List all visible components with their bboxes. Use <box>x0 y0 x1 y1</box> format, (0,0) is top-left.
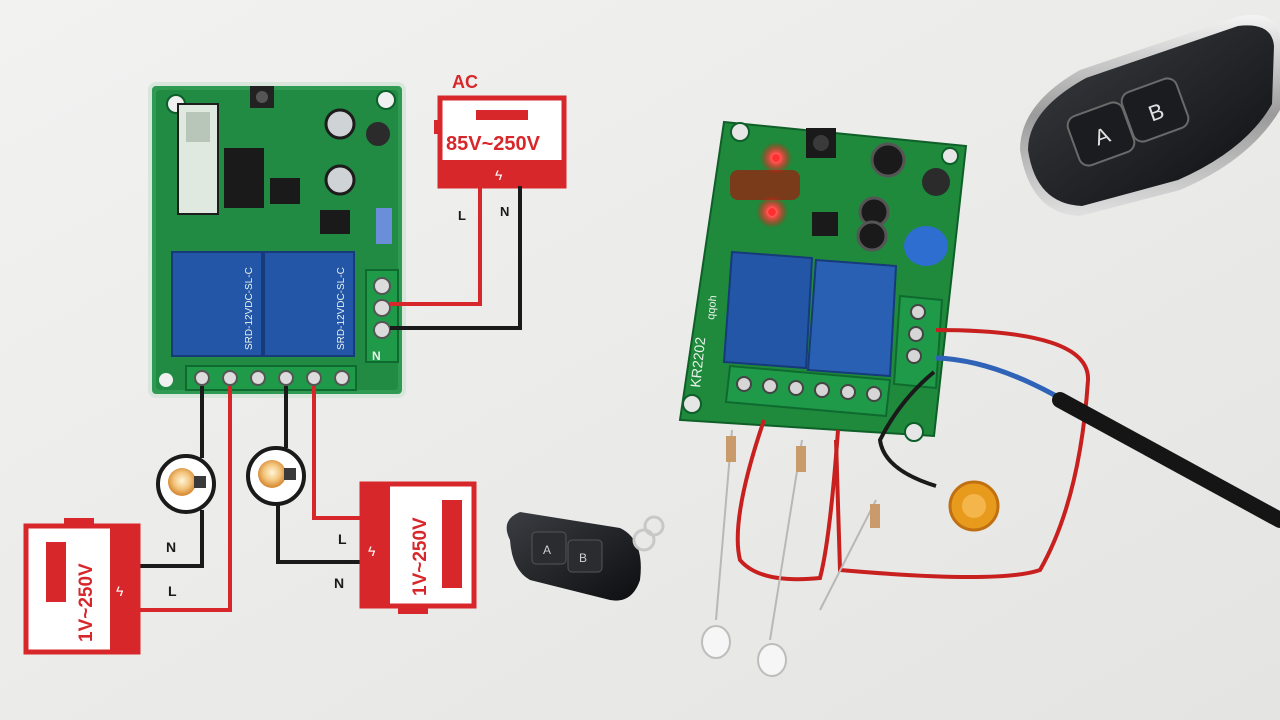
mount-hole <box>159 373 173 387</box>
resistor <box>726 436 736 462</box>
ac-neutral-label: N <box>500 204 509 219</box>
lightning-icon: ϟ <box>368 543 376 559</box>
ac-neutral-wire <box>390 186 522 330</box>
terminal-n-label: N <box>372 349 381 363</box>
small-remote-button-b: B <box>579 551 587 565</box>
mount-hole <box>730 122 750 142</box>
ac-voltage-label: 85V~250V <box>446 133 541 155</box>
output-terminal <box>724 364 892 418</box>
load2-n-label: N <box>334 575 344 591</box>
output-terminal <box>185 365 357 391</box>
keyring <box>643 515 665 537</box>
large-remote-button-b-key <box>1120 77 1190 143</box>
inductor <box>922 168 950 196</box>
load2-neutral-wire-lower <box>276 504 364 564</box>
relay-1 <box>171 251 263 357</box>
load2-live-wire <box>312 386 364 520</box>
capacitor <box>870 142 906 178</box>
bulb-icon <box>156 454 216 514</box>
red-wire <box>735 419 840 582</box>
small-remote-button-a: A <box>543 543 551 557</box>
right-supply-voltage: 1V~250V <box>410 517 431 596</box>
resistor <box>376 208 392 244</box>
ic-chip <box>812 212 838 236</box>
ac-label: AC <box>452 72 478 92</box>
varistor <box>904 226 948 266</box>
photo-relay-board: KR2202 qqoh <box>678 120 968 442</box>
relay-2 <box>263 251 355 357</box>
relay-1 <box>722 250 814 370</box>
coil <box>730 170 800 200</box>
keyring <box>632 528 656 552</box>
resistor-lead <box>769 439 803 641</box>
diagram-relay-board: SRD-12VDC-SL-C SRD-12VDC-SL-C N <box>148 82 406 398</box>
lightning-icon: ϟ <box>116 583 124 599</box>
load1-l-label: L <box>168 583 177 599</box>
decoder-chip <box>224 148 264 208</box>
capacitor <box>856 220 888 252</box>
mount-hole <box>904 422 924 442</box>
led <box>757 643 787 677</box>
small-remote: A B <box>506 512 665 601</box>
load1-neutral-wire-lower <box>136 510 204 568</box>
capacitor <box>324 108 356 140</box>
ac-live-label: L <box>458 208 466 223</box>
mount-hole <box>941 147 959 165</box>
mount-hole <box>376 90 396 110</box>
input-terminal <box>892 294 944 390</box>
black-wire <box>877 370 937 488</box>
relay-2 <box>806 258 898 378</box>
led <box>701 625 731 659</box>
board-model: KR2202 <box>687 336 708 388</box>
load1-n-label: N <box>166 539 176 555</box>
relay-2-label: SRD-12VDC-SL-C <box>336 267 347 350</box>
ac-supply-box: AC 85V~250V ϟ <box>434 72 567 189</box>
inductor <box>366 122 390 146</box>
resistor-lead <box>819 499 877 611</box>
resistor <box>870 504 880 528</box>
red-wire <box>834 328 1091 579</box>
supply-box-right: ϟ 1V~250V <box>359 481 477 614</box>
load1-live-wire <box>136 386 232 612</box>
relay-1-label: SRD-12VDC-SL-C <box>244 267 255 350</box>
board-brand: qqoh <box>705 295 719 321</box>
mount-hole <box>682 394 702 414</box>
bulb-icon <box>246 446 306 506</box>
lightning-icon: ϟ <box>495 167 503 183</box>
supply-box-left: 1V~250V ϟ <box>23 518 141 655</box>
ic-chip <box>320 210 350 234</box>
large-remote: A B <box>1020 15 1280 216</box>
ic-chip <box>270 178 300 204</box>
load2-l-label: L <box>338 531 347 547</box>
ac-live-wire <box>390 186 482 306</box>
left-supply-voltage: 1V~250V <box>76 563 97 642</box>
resistor <box>796 446 806 472</box>
capacitor <box>324 164 356 196</box>
power-cable <box>1052 392 1280 528</box>
